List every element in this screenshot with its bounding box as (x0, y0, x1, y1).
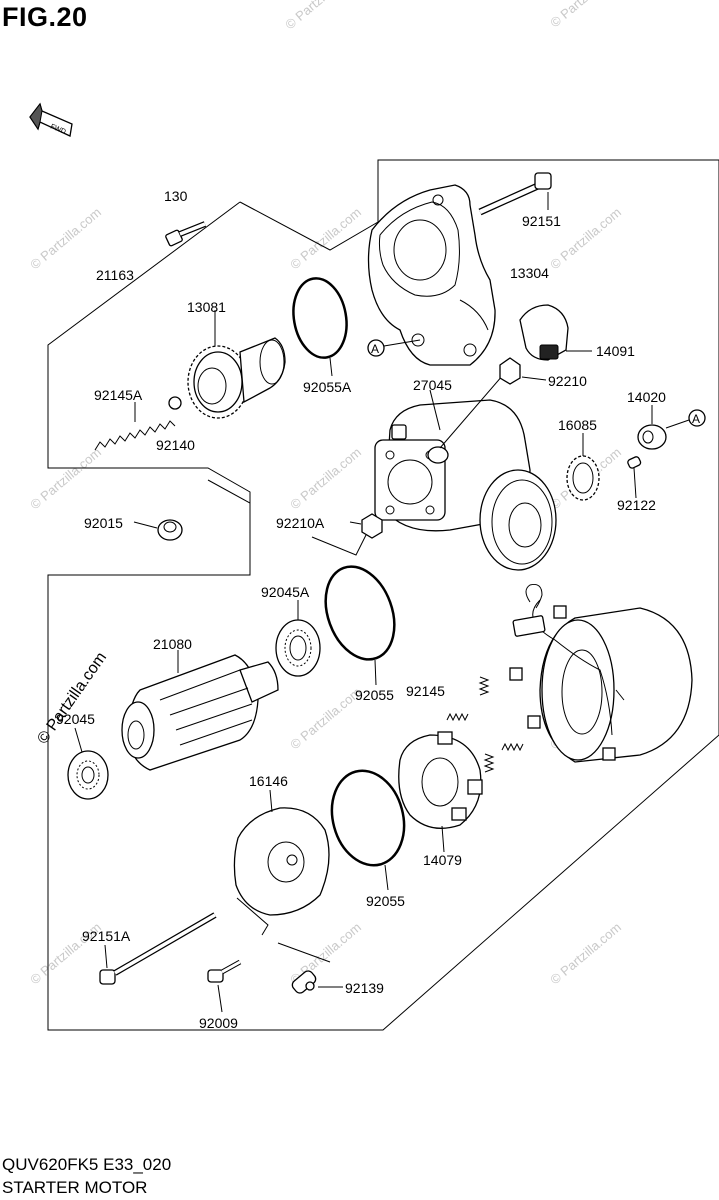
svg-text:A: A (371, 342, 379, 356)
part-21080-armature (121, 650, 279, 771)
part-label[interactable]: 13304 (510, 265, 549, 281)
part-92139-bushing (291, 970, 343, 994)
part-92210-nut (499, 357, 521, 385)
watermark-dark: © Partzilla.com (34, 649, 110, 747)
part-label[interactable]: 92151 (522, 213, 561, 229)
part-14020-retainer (637, 405, 667, 450)
part-label[interactable]: 16085 (558, 417, 597, 433)
part-label[interactable]: 14091 (596, 343, 635, 359)
part-label[interactable]: 92045 (56, 711, 95, 727)
part-label[interactable]: 92009 (199, 1015, 238, 1031)
part-92145-springs (446, 676, 524, 773)
part-92122-pin (627, 456, 642, 499)
part-14091-boot (519, 304, 592, 361)
part-label[interactable]: 14079 (423, 852, 462, 868)
model-code: QUV620FK5 E33_020 (2, 1155, 172, 1174)
part-92045-bearing (67, 727, 109, 800)
part-label[interactable]: 92210 (548, 373, 587, 389)
drive-end-housing (479, 469, 557, 571)
leader-line (374, 659, 377, 686)
part-92151a-through-bolt (99, 912, 217, 985)
part-92055-o-ring (324, 565, 396, 661)
leader-line (236, 897, 269, 936)
leader-line (311, 534, 367, 556)
part-label[interactable]: 92139 (345, 980, 384, 996)
part-label[interactable]: 13081 (187, 299, 226, 315)
part-92140-ball (168, 396, 182, 410)
part-label[interactable]: 92122 (617, 497, 656, 513)
part-label[interactable]: 92055A (303, 379, 352, 395)
part-label[interactable]: 92145 (406, 683, 445, 699)
leader-line (329, 357, 333, 377)
leader-line (207, 479, 251, 515)
fwd-arrow-icon: FWD (29, 102, 73, 137)
leader-line (521, 376, 547, 381)
part-92015-cap (133, 519, 183, 541)
leader-line (277, 942, 331, 963)
section-name: STARTER MOTOR (2, 1178, 148, 1197)
part-label[interactable]: 21163 (96, 267, 134, 283)
leader-line (384, 864, 389, 891)
part-130-bolt (165, 221, 207, 247)
watermark: © Partzilla.com (287, 684, 364, 752)
part-16085-gear (566, 433, 600, 501)
part-label[interactable]: 92015 (84, 515, 123, 531)
part-92055a-o-ring (292, 277, 348, 359)
watermark: © Partzilla.com (287, 204, 364, 272)
watermark: © Partzilla.com (282, 0, 359, 32)
part-label[interactable]: 92055 (355, 687, 394, 703)
reference-marker-a: A (367, 339, 421, 357)
part-label[interactable]: 21080 (153, 636, 192, 652)
leader-line (349, 521, 362, 525)
part-label[interactable]: 14020 (627, 389, 666, 405)
part-16146-end-cover (233, 789, 330, 916)
watermark: © Partzilla.com (27, 444, 104, 512)
part-label[interactable]: 92055 (366, 893, 405, 909)
reference-marker-a: A (665, 409, 706, 429)
part-92151-bolt (478, 172, 552, 216)
part-label[interactable]: 92210A (276, 515, 325, 531)
watermark: © Partzilla.com (547, 0, 624, 30)
part-label[interactable]: 130 (164, 188, 188, 204)
watermark: © Partzilla.com (27, 204, 104, 272)
watermark: © Partzilla.com (547, 919, 624, 987)
part-number-labels: 130 92151 21163 13304 13081 14091 92055A… (56, 188, 666, 1031)
watermark: © Partzilla.com (287, 444, 364, 512)
part-13081-pinion-clutch (187, 310, 286, 419)
figure-title: FIG.20 (2, 2, 88, 32)
part-92009-screw (207, 959, 242, 1013)
part-label[interactable]: 27045 (413, 377, 452, 393)
part-92045a-bearing (275, 600, 321, 677)
part-14079-brush-holder (398, 731, 483, 853)
assembly-outline (47, 159, 719, 1031)
part-13304-housing (367, 184, 496, 366)
part-label[interactable]: 92045A (261, 584, 310, 600)
part-92210a-nut (361, 513, 383, 539)
part-92145a-spring (94, 402, 176, 451)
svg-text:A: A (692, 412, 700, 426)
part-label[interactable]: 92151A (82, 928, 131, 944)
part-92055-o-ring-lower (330, 769, 406, 867)
part-label[interactable]: 16146 (249, 773, 288, 789)
part-label[interactable]: 92145A (94, 387, 143, 403)
part-label[interactable]: 92140 (156, 437, 195, 453)
yoke-assembly (509, 584, 693, 763)
